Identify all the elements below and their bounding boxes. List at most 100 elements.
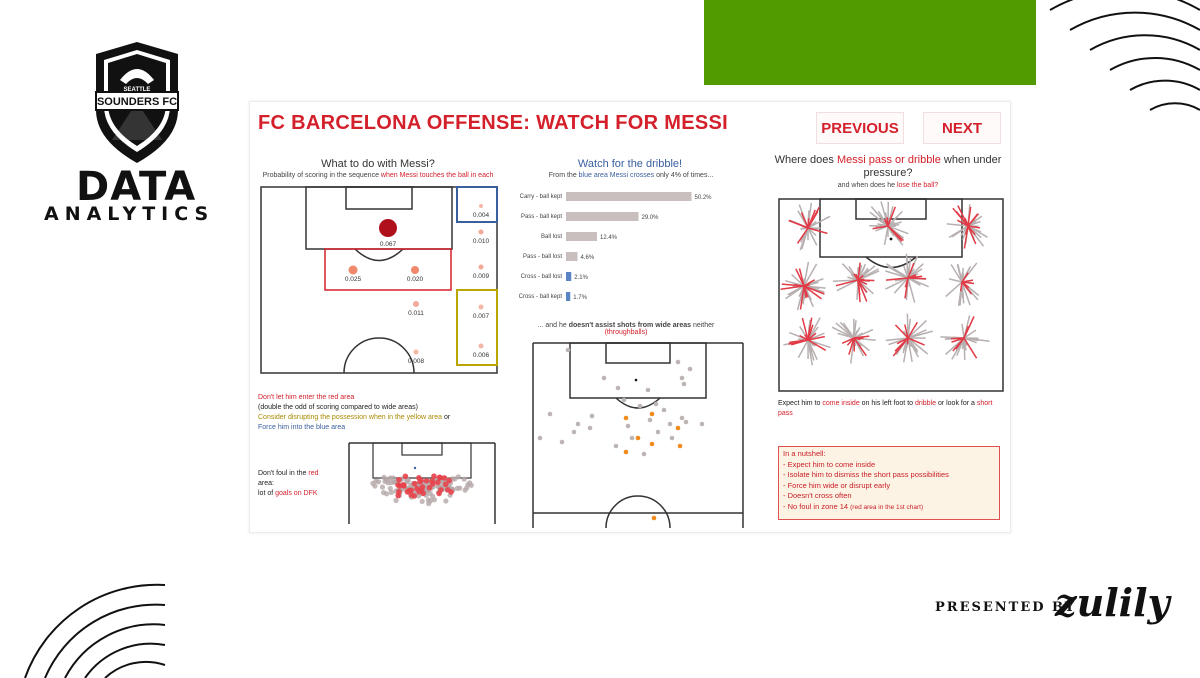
throughball-dot <box>667 421 673 427</box>
pressure-ray <box>842 331 855 339</box>
pressure-ray <box>907 337 919 352</box>
free-kick-goal-dot <box>402 473 409 480</box>
nutshell-item-4: - Doesn't cross often <box>783 491 852 500</box>
pressure-ray <box>885 337 909 342</box>
panel1-title: What to do with Messi? <box>321 158 435 170</box>
nutshell-item-1: - Expect him to come inside <box>783 459 876 469</box>
bar-value-label: 12.4% <box>600 235 618 241</box>
pressure-ray <box>961 281 971 306</box>
free-kick-goal-dot <box>408 487 414 494</box>
free-kick-goal-dot <box>441 475 448 481</box>
pressure-ray <box>963 337 977 344</box>
free-kick-goal-dot <box>400 482 406 488</box>
free-kick-goal-dot <box>445 487 451 493</box>
pressure-lost-ray <box>896 337 909 345</box>
pressure-ray <box>948 278 963 283</box>
pressure-ray <box>853 327 861 339</box>
zone-value-9: 0.007 <box>473 313 490 320</box>
pressure-lost-ray <box>857 279 868 302</box>
free-kick-dot <box>455 474 461 480</box>
throughball-dot <box>653 401 659 407</box>
pressure-lost-ray <box>857 262 861 281</box>
pressure-lost-ray <box>884 220 889 227</box>
throughball-dot <box>647 417 653 423</box>
free-kick-dot <box>384 491 390 497</box>
panel2-caption: ... and he doesn't assist shots from wid… <box>537 322 715 336</box>
presented-by-label: PRESENTED BY <box>935 600 1077 615</box>
zone-value-1: 0.067 <box>380 241 397 248</box>
free-kick-dot <box>461 476 467 482</box>
pressure-ray <box>801 227 809 250</box>
bar-category-label: Ball lost <box>541 234 562 240</box>
pressure-lost-ray <box>967 213 978 227</box>
previous-button[interactable]: PREVIOUS <box>816 112 904 144</box>
pressure-ray <box>906 257 909 279</box>
pressure-ray <box>950 264 963 283</box>
panel3-title: Where does Messi pass or dribble when un… <box>774 154 1002 179</box>
free-kick-pitch <box>348 442 496 524</box>
throughball-dot <box>537 435 543 441</box>
throughball-dot <box>601 375 607 381</box>
free-kick-dot <box>373 478 379 484</box>
throughball-dot <box>645 387 651 393</box>
pressure-ray <box>963 329 977 339</box>
pressure-lost-ray <box>967 225 977 245</box>
throughball-dot <box>675 359 681 365</box>
next-button[interactable]: NEXT <box>923 112 1001 144</box>
zone-value-7: 0.010 <box>473 238 490 245</box>
pressure-lost-ray <box>855 273 859 281</box>
free-kick-dot <box>457 485 463 491</box>
pressure-ray <box>961 323 965 339</box>
free-kick-goal-dot <box>395 492 401 499</box>
panel1-subtitle: Probability of scoring in the sequence w… <box>262 172 494 179</box>
pressure-lost-ray <box>781 283 805 287</box>
pressure-ray <box>797 339 809 358</box>
pressure-lost-ray <box>872 225 889 230</box>
pressure-lost-ray <box>803 285 822 300</box>
pressure-lost-ray <box>807 317 813 341</box>
throughball-dot <box>625 423 631 429</box>
throughball-assist-dot <box>623 415 629 421</box>
pressure-ray <box>887 210 903 227</box>
free-kick-dot <box>467 480 473 486</box>
bar <box>566 292 571 301</box>
pressure-lost-ray <box>796 227 809 244</box>
throughball-dot <box>589 413 595 419</box>
data-heading: DATA <box>76 164 197 210</box>
pressure-lost-ray <box>807 210 819 229</box>
throughball-assist-dot <box>635 435 641 441</box>
zone-dot-1 <box>379 219 397 237</box>
zone-value-5: 0.008 <box>408 358 425 365</box>
pressure-lost-ray <box>963 337 978 359</box>
messi-dashboard: FC BARCELONA OFFENSE: WATCH FOR MESSI PR… <box>249 101 1011 533</box>
bar-category-label: Pass - ball lost <box>523 254 562 260</box>
panel3-note: Expect him to come inside on his left fo… <box>778 400 993 417</box>
throughball-dot <box>637 403 643 409</box>
throughball-assist-dot <box>675 425 681 431</box>
bar-value-label: 1.7% <box>573 295 587 301</box>
throughball-assist-dot <box>677 443 683 449</box>
pressure-lost-ray <box>885 277 909 281</box>
pressure-lost-ray <box>959 281 963 292</box>
zulily-logo: zulily <box>1055 580 1170 625</box>
pressure-lost-ray <box>952 337 965 352</box>
free-kick-goal-dot <box>431 473 437 479</box>
pressure-ray <box>961 267 964 283</box>
pressure-lost-ray <box>894 324 909 339</box>
zone-dot-3 <box>411 266 419 274</box>
zone-value-6: 0.004 <box>473 212 490 219</box>
penalty-spot-marker <box>413 466 417 470</box>
panel1-notes: Don't let him enter the red area (double… <box>258 393 503 433</box>
pressure-lost-ray <box>950 337 965 340</box>
free-kick-goal-dot <box>437 474 443 481</box>
zone-value-3: 0.020 <box>407 276 424 283</box>
spot-marker-2 <box>889 237 893 241</box>
free-kick-goal-dot <box>430 481 436 487</box>
pressure-ray <box>853 320 857 339</box>
pressure-ray <box>907 277 929 288</box>
crest-text-seattle: SEATTLE <box>124 87 151 93</box>
zone-dot-8 <box>478 264 484 270</box>
pressure-ray <box>963 337 966 361</box>
throughball-pitch <box>532 342 744 528</box>
pressure-lost-ray <box>807 339 827 351</box>
